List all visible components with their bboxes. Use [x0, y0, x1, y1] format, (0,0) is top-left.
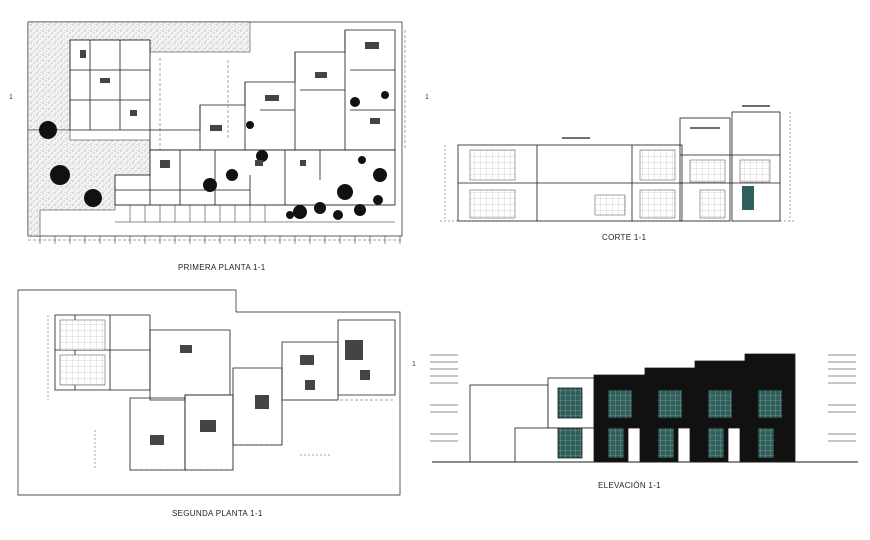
segunda-planta-plan — [17, 289, 401, 496]
axis-marker-corte: 1 — [425, 94, 429, 101]
axis-marker-left: 1 — [9, 94, 13, 101]
caption-primera-planta: PRIMERA PLANTA 1-1 — [178, 263, 266, 272]
corte-section — [440, 105, 795, 222]
axis-marker-elevacion: 1 — [412, 361, 416, 368]
caption-segunda-planta: SEGUNDA PLANTA 1-1 — [172, 509, 263, 518]
elevacion-facade — [430, 353, 858, 463]
caption-corte: CORTE 1-1 — [602, 233, 647, 242]
primera-planta-plan — [27, 21, 406, 244]
caption-elevacion: ELEVACIÓN 1-1 — [598, 481, 661, 490]
